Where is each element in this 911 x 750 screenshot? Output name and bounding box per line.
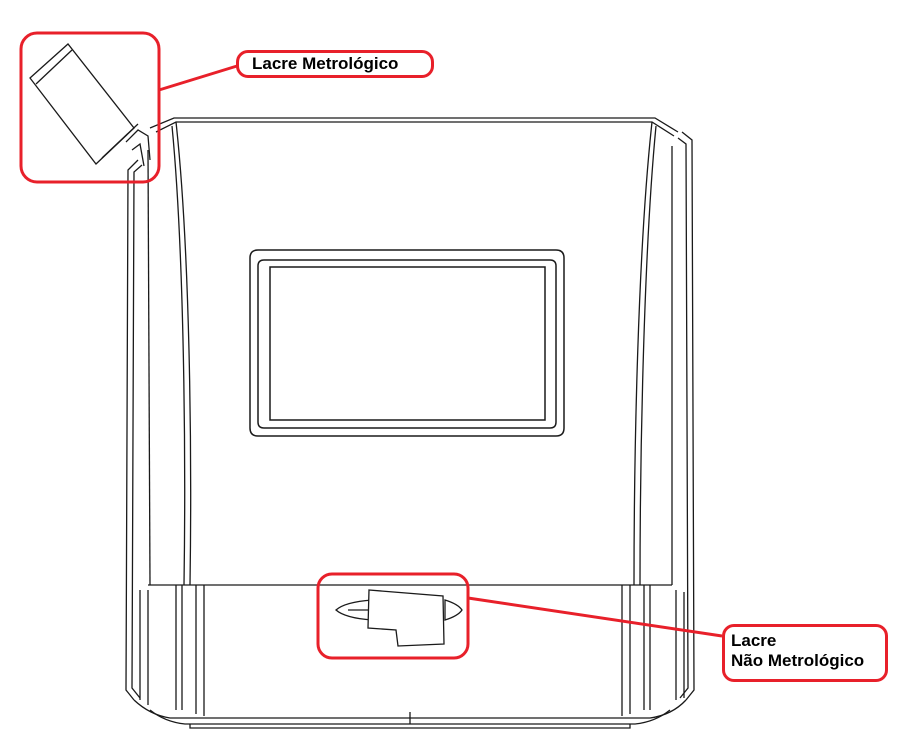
metrological-seal-callout: Lacre Metrológico xyxy=(236,50,434,78)
metrological-seal-label: Lacre Metrológico xyxy=(252,54,399,73)
non-metrological-seal-label-line2: Não Metrológico xyxy=(731,651,865,670)
device-body xyxy=(125,117,695,701)
metrological-seal xyxy=(29,43,151,167)
non-metrological-seal-highlight xyxy=(316,572,470,660)
bottom-lid xyxy=(133,584,687,729)
non-metrological-seal xyxy=(335,589,463,647)
non-metrological-seal-label-line1: Lacre xyxy=(731,631,777,650)
metrological-leader-line xyxy=(158,64,238,92)
non-metrological-leader-line xyxy=(467,596,723,638)
metrological-seal-highlight xyxy=(19,31,161,184)
leader-lines xyxy=(158,64,723,638)
highlight-boxes xyxy=(19,31,470,660)
non-metrological-seal-callout: Lacre Não Metrológico xyxy=(722,624,888,682)
display-window xyxy=(249,249,565,437)
